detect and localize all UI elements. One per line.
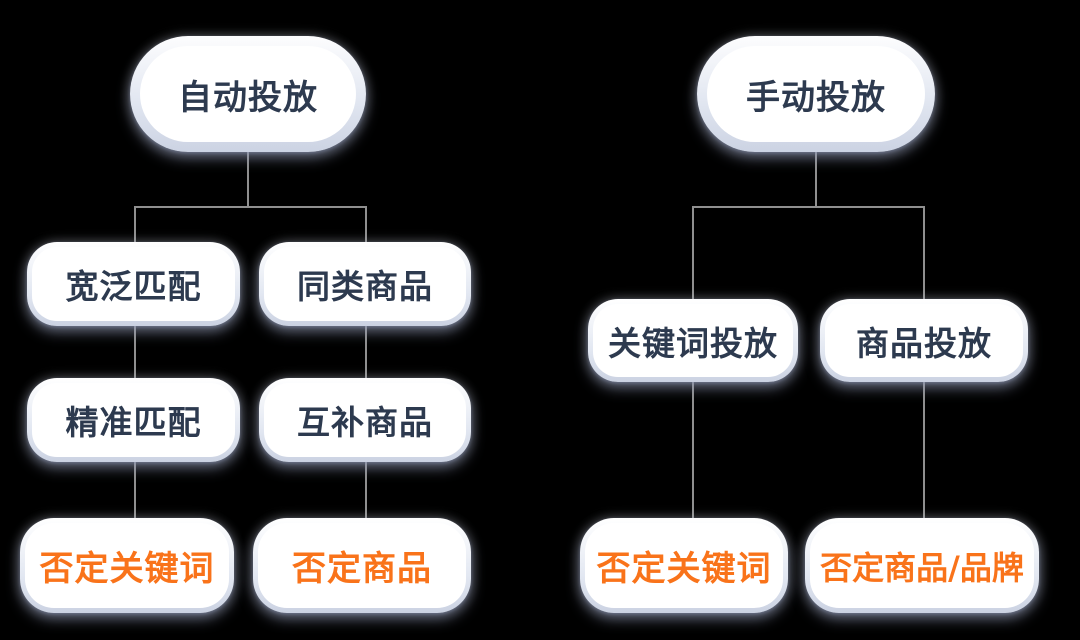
connector-line bbox=[923, 380, 925, 522]
node-product-targeting: 商品投放 bbox=[820, 299, 1028, 382]
connector-line bbox=[365, 460, 367, 522]
node-label: 关键词投放 bbox=[608, 323, 778, 363]
node-complementary-products: 互补商品 bbox=[259, 378, 471, 462]
node-label: 同类商品 bbox=[297, 267, 433, 306]
node-label: 否定商品 bbox=[292, 549, 432, 589]
node-broad-match: 宽泛匹配 bbox=[27, 242, 240, 326]
node-label: 自动投放 bbox=[178, 77, 318, 118]
connector-line bbox=[692, 380, 694, 522]
node-label: 手动投放 bbox=[746, 77, 886, 118]
connector-line bbox=[923, 206, 925, 303]
node-negative-keywords-manual: 否定关键词 bbox=[580, 518, 788, 613]
node-label: 否定商品/品牌 bbox=[820, 548, 1024, 587]
node-label: 商品投放 bbox=[856, 323, 992, 363]
node-negative-keywords-auto: 否定关键词 bbox=[20, 518, 234, 613]
node-keyword-targeting: 关键词投放 bbox=[588, 299, 798, 382]
connector-line bbox=[134, 206, 136, 246]
node-exact-match: 精准匹配 bbox=[27, 378, 240, 462]
node-auto-targeting: 自动投放 bbox=[130, 36, 366, 152]
node-label: 精准匹配 bbox=[65, 403, 202, 442]
connector-line bbox=[134, 460, 136, 522]
connector-line bbox=[134, 324, 136, 382]
node-label: 互补商品 bbox=[297, 403, 433, 442]
connector-line bbox=[815, 148, 817, 208]
connector-line bbox=[692, 206, 925, 208]
connector-line bbox=[692, 206, 694, 303]
node-negative-products-brands: 否定商品/品牌 bbox=[805, 518, 1039, 613]
node-label: 否定关键词 bbox=[39, 549, 215, 589]
connector-line bbox=[365, 324, 367, 382]
connector-line bbox=[365, 206, 367, 246]
node-manual-targeting: 手动投放 bbox=[697, 36, 935, 152]
connector-line bbox=[247, 148, 249, 208]
node-negative-products-auto: 否定商品 bbox=[253, 518, 471, 613]
connector-line bbox=[134, 206, 367, 208]
node-label: 宽泛匹配 bbox=[65, 267, 202, 306]
node-similar-products: 同类商品 bbox=[259, 242, 471, 326]
node-label: 否定关键词 bbox=[596, 549, 772, 589]
